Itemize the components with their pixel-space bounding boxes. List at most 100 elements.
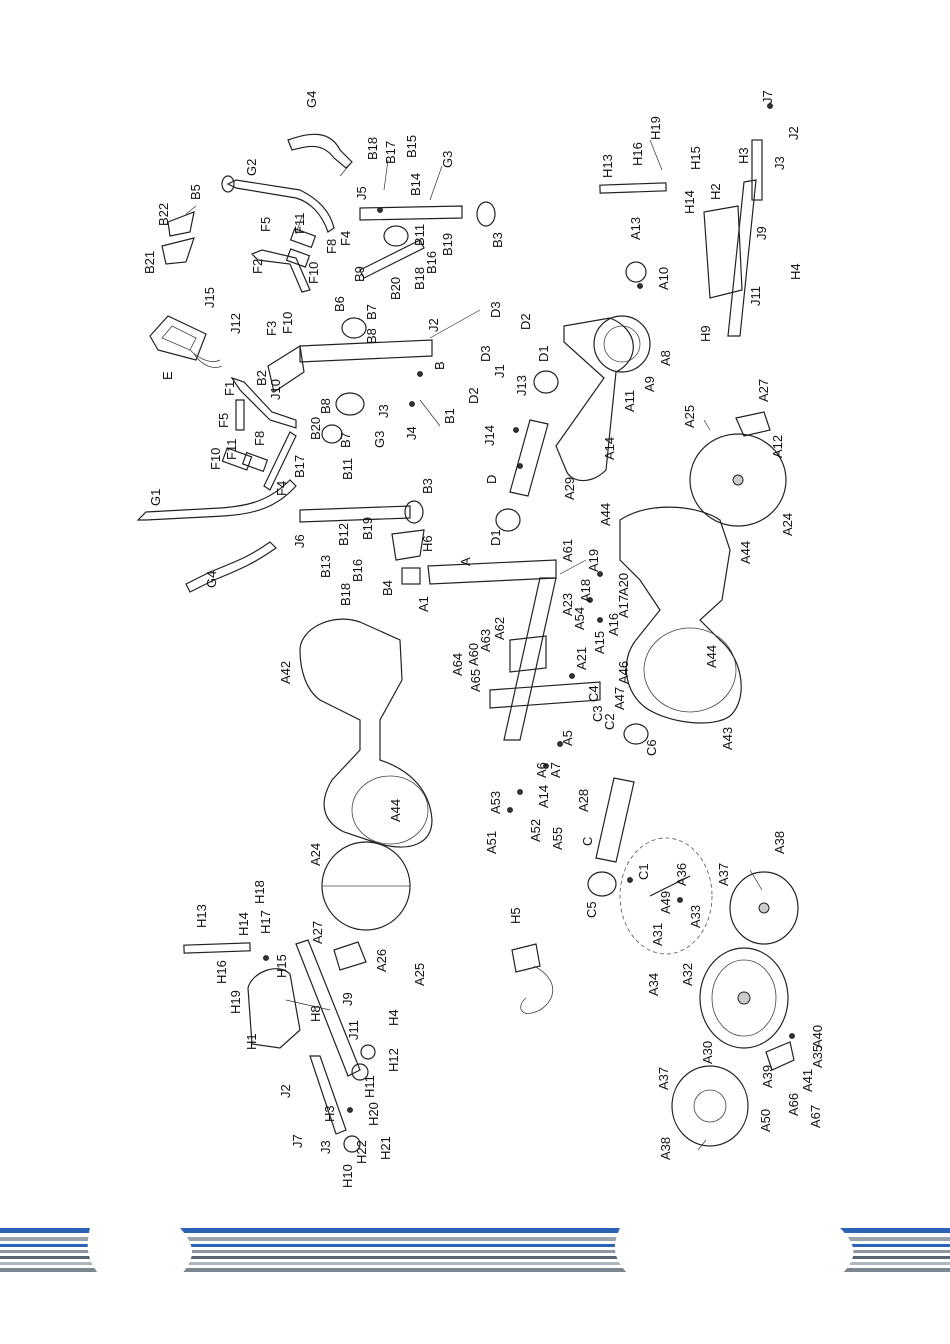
handle-f5-low: [235, 399, 245, 431]
label-b19-a: B19: [440, 233, 455, 256]
label-b17-a: B17: [383, 141, 398, 164]
label-h15-left: H15: [274, 954, 289, 978]
label-a8: A8: [658, 350, 673, 366]
label-a33: A33: [688, 905, 703, 928]
cap-b3-low: [404, 500, 424, 524]
label-b18-c: B18: [338, 583, 353, 606]
label-a49: A49: [658, 891, 673, 914]
label-c: C: [580, 837, 595, 846]
handle-g2: [226, 179, 335, 233]
label-h2: H2: [708, 183, 723, 200]
parts-drawing: [136, 103, 799, 1153]
label-a31: A31: [650, 923, 665, 946]
label-b12: B12: [336, 523, 351, 546]
label-f10-b: F10: [280, 312, 295, 334]
disc-a24-right: [689, 433, 787, 527]
label-h4-right: H4: [788, 263, 803, 280]
cap-a27-left: [333, 941, 367, 971]
adapter-h5: [511, 943, 541, 973]
label-a34: A34: [646, 973, 661, 996]
label-b6: B6: [332, 296, 347, 312]
label-a10: A10: [656, 267, 671, 290]
label-a14-a: A14: [536, 785, 551, 808]
label-b15-a: B15: [404, 135, 419, 158]
label-g2: G2: [244, 159, 259, 176]
handle-f4-low: [263, 431, 297, 491]
frame-upright: [503, 577, 557, 741]
label-h15-right: H15: [688, 146, 703, 170]
footer-stripes: [0, 1228, 950, 1272]
pedal-h1: [247, 968, 301, 1049]
label-j12: J12: [228, 313, 243, 334]
label-b19-b: B19: [360, 517, 375, 540]
label-a42: A42: [278, 661, 293, 684]
footer-tab-right: [614, 1228, 854, 1276]
label-a21: A21: [574, 647, 589, 670]
main-frame-a: [427, 559, 557, 585]
label-c6: C6: [644, 739, 659, 756]
label-d: D: [484, 475, 499, 484]
label-h5: H5: [508, 907, 523, 924]
leader-lines: [185, 139, 763, 1151]
label-a62: A62: [492, 617, 507, 640]
crank-a10: [625, 261, 647, 283]
label-f5-b: F5: [216, 413, 231, 428]
label-a37-left: A37: [656, 1067, 671, 1090]
flywheel-a30-inner: [711, 959, 777, 1037]
label-a38-right: A38: [772, 831, 787, 854]
label-h12: H12: [386, 1048, 401, 1072]
label-h6: H6: [420, 535, 435, 552]
label-j11-right: J11: [748, 286, 763, 306]
label-a26: A26: [374, 949, 389, 972]
bearing-b20-low: [321, 424, 343, 444]
label-a: A: [458, 557, 473, 566]
label-a27-left: A27: [310, 921, 325, 944]
label-b9: B9: [352, 266, 367, 282]
label-j6: J6: [292, 534, 307, 548]
label-f11-a: F11: [292, 213, 307, 234]
label-c3: C3: [590, 705, 605, 722]
arm-b19-top: [359, 205, 463, 221]
upper-post-b: [299, 339, 433, 363]
label-a24-left: A24: [308, 843, 323, 866]
label-j2-a: J2: [426, 318, 441, 332]
label-j7-left: J7: [290, 1134, 305, 1148]
label-a20: A20: [616, 573, 631, 596]
label-b22: B22: [156, 203, 171, 226]
label-j13: J13: [514, 375, 529, 396]
pedal-arm-h9: [727, 179, 757, 337]
label-a18: A18: [578, 579, 593, 602]
label-e: E: [160, 371, 175, 380]
label-j3-a: J3: [376, 404, 391, 418]
label-h10: H10: [340, 1164, 355, 1188]
roller-h12: [360, 1044, 376, 1060]
label-d1-a: D1: [536, 345, 551, 362]
label-j7-right: J7: [760, 90, 775, 104]
label-a11: A11: [622, 390, 637, 412]
label-f4-b: F4: [274, 481, 289, 496]
label-f8-b: F8: [252, 431, 267, 446]
cover-a43-ring: [643, 627, 737, 713]
label-h13-left: H13: [194, 904, 209, 928]
label-h22: H22: [354, 1140, 369, 1164]
cap-a27-right: [735, 411, 771, 437]
plate-a37-left-inner: [693, 1089, 727, 1123]
label-a39: A39: [760, 1065, 775, 1088]
frame-gusset: [509, 635, 547, 673]
endcap-c5: [587, 871, 617, 897]
handle-f1: [230, 376, 297, 429]
label-a28: A28: [576, 789, 591, 812]
label-d3-a: D3: [488, 301, 503, 318]
axle-group-outline: [619, 837, 713, 955]
bracket-b22: [167, 211, 195, 237]
label-b: B: [432, 361, 447, 370]
label-f2: F2: [250, 259, 265, 274]
pedal-arm-h8: [295, 939, 361, 1077]
label-c5: C5: [584, 901, 599, 918]
label-a40: A40: [810, 1025, 825, 1048]
label-j2-left: J2: [278, 1084, 293, 1098]
label-a44-c: A44: [738, 541, 753, 564]
label-f10-c: F10: [208, 448, 223, 470]
label-a29: A29: [562, 477, 577, 500]
label-h14-left: H14: [236, 912, 251, 936]
